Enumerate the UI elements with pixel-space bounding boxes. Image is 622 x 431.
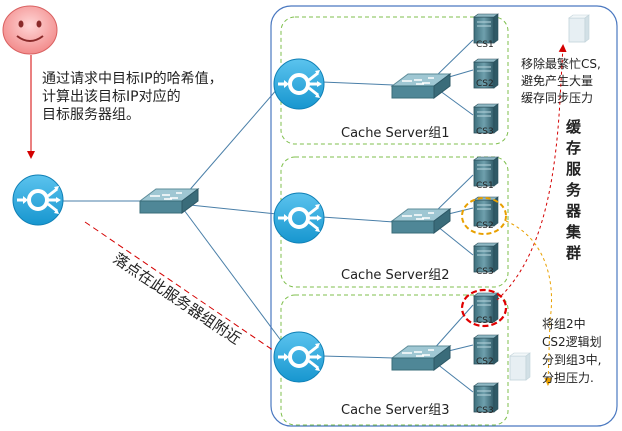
left-note: 通过请求中目标IP的哈希值， 计算出该目标IP对应的 目标服务器组。 [42, 71, 223, 123]
remove-note: 移除最繁忙CS, 避免产生大量 缓存同步压力 [521, 56, 601, 105]
group-2-server-2: CS2 [473, 196, 499, 231]
group-3-router-icon [272, 330, 326, 384]
remove-note-line-3: 缓存同步压力 [521, 91, 593, 105]
group-2-server-1: CS1 [473, 156, 499, 191]
svg-text:CS3: CS3 [476, 127, 494, 137]
svg-text:CS2: CS2 [476, 357, 494, 367]
group-3-server-1: CS1 [473, 292, 499, 326]
left-note-line-2: 计算出该目标IP对应的 [42, 88, 181, 105]
group-1-router-icon [272, 57, 326, 111]
group-3-switch-icon [391, 345, 451, 371]
reassign-arrow [505, 220, 553, 386]
cluster-label-char-6: 集 [565, 223, 582, 241]
cluster-label-char-3: 服 [566, 160, 582, 178]
group-1-server-3: CS3 [473, 103, 499, 137]
group-1-server-1: CS1 [473, 13, 499, 50]
smiley-face-icon [2, 5, 58, 55]
added-server-icon [509, 352, 531, 381]
group-3-label: Cache Server组3 [341, 403, 449, 418]
reassign-note-line-4: 分担压力. [542, 371, 594, 385]
group-3-server-2: CS2 [473, 334, 499, 367]
cluster-label-char-2: 存 [566, 139, 581, 157]
reassign-note-line-2: CS2逻辑划 [542, 335, 602, 349]
removed-server-icon [568, 14, 590, 43]
reassign-note-line-3: 分到组3中, [542, 352, 601, 367]
svg-text:CS2: CS2 [476, 79, 494, 89]
svg-text:CS3: CS3 [476, 406, 494, 416]
group-1-switch-icon [391, 73, 451, 99]
group-3-server-3: CS3 [473, 382, 499, 416]
svg-text:CS2: CS2 [476, 221, 494, 231]
target-arrow [84, 221, 285, 359]
main-router-icon [11, 173, 65, 227]
group-2-label: Cache Server组2 [341, 268, 449, 283]
main-switch-icon [139, 188, 199, 214]
left-note-line-1: 通过请求中目标IP的哈希值， [42, 71, 223, 87]
group-2-cs2-highlight [461, 197, 507, 235]
svg-text:CS1: CS1 [476, 40, 494, 50]
group-1-server-2: CS2 [473, 58, 499, 89]
left-note-line-3: 目标服务器组。 [42, 107, 140, 123]
reassign-note: 将组2中 CS2逻辑划 分到组3中, 分担压力. [542, 316, 602, 385]
group-1-label: Cache Server组1 [341, 126, 449, 141]
remove-note-line-1: 移除最繁忙CS, [521, 56, 601, 71]
cluster-label: 缓 存 服 务 器 集 群 [565, 118, 582, 262]
cluster-label-char-1: 缓 [566, 118, 582, 136]
svg-text:CS3: CS3 [476, 267, 494, 277]
cluster-label-char-5: 器 [565, 202, 582, 220]
cache-cluster-border [270, 5, 618, 427]
reassign-note-line-1: 将组2中 [542, 316, 586, 331]
svg-text:CS1: CS1 [476, 181, 494, 191]
remove-note-line-2: 避免产生大量 [521, 73, 593, 88]
group-3-cs1-highlight [460, 288, 508, 328]
svg-text:CS1: CS1 [476, 316, 494, 326]
cluster-label-char-7: 群 [566, 244, 581, 262]
group-2-router-icon [272, 191, 326, 245]
group-2-server-3: CS3 [473, 242, 499, 277]
cluster-label-char-4: 务 [566, 181, 582, 199]
